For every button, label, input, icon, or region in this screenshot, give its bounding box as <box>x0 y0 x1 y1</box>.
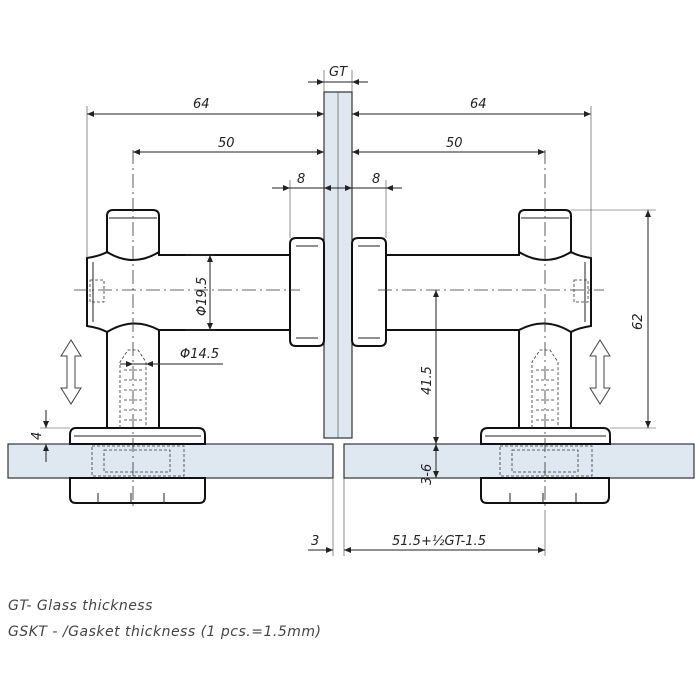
left-adjust-arrow-icon <box>60 339 82 405</box>
dim-height-62: 62 <box>631 313 646 330</box>
left-fitting <box>69 150 325 510</box>
dim-diameter-14-5: Φ14.5 <box>180 347 219 362</box>
horizontal-glass-left <box>7 443 334 479</box>
dim-height-41-5: 41.5 <box>420 366 435 395</box>
right-adjust-arrow-icon <box>589 339 611 405</box>
dim-height-3-6: 3-6 <box>420 464 435 485</box>
dim-left-50: 50 <box>218 136 235 151</box>
dim-gt: GT <box>329 65 348 80</box>
dim-left-64: 64 <box>193 97 210 112</box>
dim-diameter-19-5: Φ19.5 <box>195 277 210 316</box>
dim-left-8: 8 <box>297 172 305 187</box>
dim-right-8: 8 <box>372 172 380 187</box>
note-glass-thickness: GT- Glass thickness <box>8 598 153 614</box>
extension-lines <box>40 70 656 556</box>
note-gasket-thickness: GSKT - /Gasket thickness (1 pcs.=1.5mm) <box>8 624 321 640</box>
dim-width-3: 3 <box>311 534 319 549</box>
dim-width-formula: 51.5+½GT-1.5 <box>392 534 486 549</box>
horizontal-glass-right <box>343 443 695 479</box>
dimension-lines <box>43 79 651 553</box>
vertical-glass <box>323 91 353 439</box>
dim-height-4: 4 <box>30 432 45 440</box>
dim-right-64: 64 <box>470 97 487 112</box>
dim-right-50: 50 <box>446 136 463 151</box>
